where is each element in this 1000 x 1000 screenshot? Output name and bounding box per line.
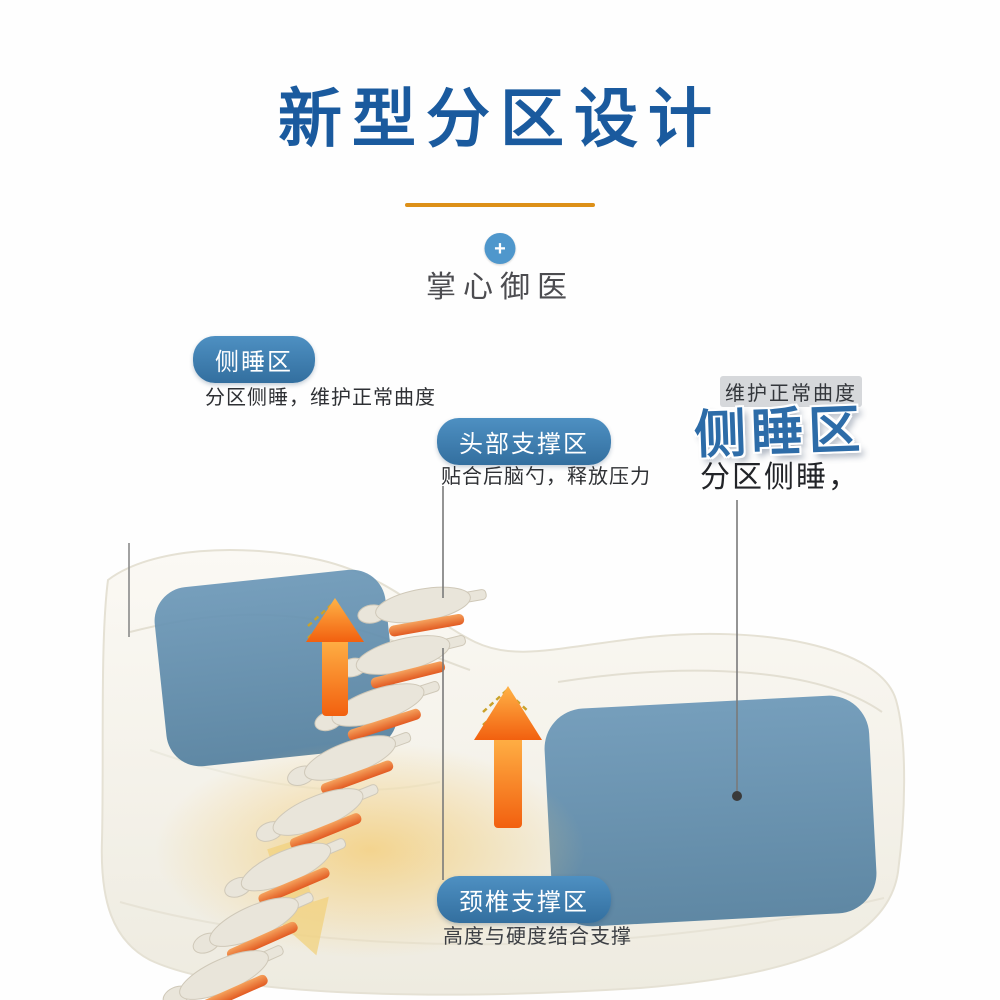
medical-cross-icon: +: [484, 233, 516, 264]
desc-side-sleep-left: 分区侧睡，维护正常曲度: [205, 387, 436, 409]
pillow-illustration: [100, 548, 906, 1000]
page-title: 新型分区设计: [278, 83, 722, 155]
desc-head-support: 贴合后脑勺，释放压力: [441, 466, 651, 488]
support-arrow-left: [306, 598, 364, 716]
title-underline: [405, 203, 595, 207]
desc-neck-support: 高度与硬度结合支撑: [443, 926, 632, 948]
support-arrow-right: [474, 686, 542, 828]
note-side-sleep-right: 维护正常曲度: [720, 376, 862, 407]
label-neck-support: 颈椎支撑区: [437, 876, 611, 923]
label-side-sleep-left: 侧睡区: [193, 336, 315, 383]
desc-side-sleep-right: 分区侧睡，: [700, 461, 860, 494]
label-head-support: 头部支撑区: [437, 418, 611, 465]
side-sleep-zone-right: [544, 695, 877, 927]
spine-illustration: [162, 586, 487, 1000]
brand-name: 掌心御医: [426, 271, 574, 304]
